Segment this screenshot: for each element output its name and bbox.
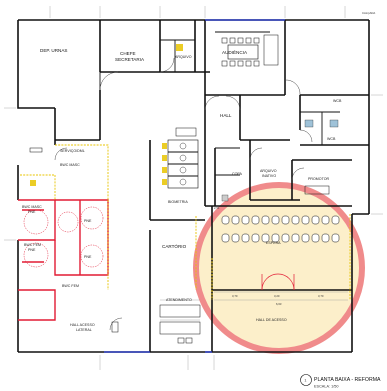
audiencia-furniture	[221, 34, 279, 67]
espera-chair	[221, 233, 230, 243]
room-label-wcb-2: WCB	[327, 137, 336, 141]
espera-chair	[251, 215, 260, 225]
room-label-atendimento: ATENDIMENTO	[166, 298, 192, 302]
dimension-label: 2,51	[214, 206, 220, 210]
espera-chair	[261, 215, 270, 225]
room-label-pne-1: PNE	[84, 219, 92, 223]
espera-chair	[241, 215, 250, 225]
accessible-toilets	[18, 199, 109, 321]
room-label-line: INATIVO	[262, 174, 276, 178]
room-label-hall: HALL	[220, 113, 232, 118]
room-label-arquivo: ARQUIVO	[175, 55, 192, 59]
dimension-label: 3,70	[232, 294, 238, 298]
room-label-wcb-1: WCB	[333, 99, 342, 103]
room-label-bwc-masc-pne: BWC MASC PNE	[22, 205, 43, 214]
room-label-espera: ESPERA	[266, 241, 281, 245]
title-scale: ESCALA: 1/50	[314, 385, 338, 389]
espera-chair	[301, 215, 310, 225]
room-label-line: LATERAL	[76, 328, 92, 332]
room-label-promotor: PROMOTOR	[308, 177, 330, 181]
room-label-line: BWC MASC	[22, 205, 42, 209]
room-labels: DEP. URNAS CHEFE SECRETARIA ARQUIVO AUDI…	[22, 11, 375, 332]
espera-chair	[311, 215, 320, 225]
espera-chair	[291, 233, 300, 243]
espera-chair	[331, 233, 340, 243]
espera-chair	[281, 233, 290, 243]
room-label-bwc-fem-pne: BWC FEM PNE	[24, 243, 42, 252]
espera-chair	[311, 233, 320, 243]
title-text: PLANTA BAIXA - REFORMA	[314, 377, 381, 383]
room-label-line: SECRETARIA	[115, 57, 145, 62]
room-label-line: PNE	[28, 210, 36, 214]
espera-chair	[261, 233, 270, 243]
room-label-dep-urnas: DEP. URNAS	[40, 48, 68, 53]
espera-chair	[281, 215, 290, 225]
room-label-line: CHEFE	[120, 51, 136, 56]
dimension-label: 6,63	[276, 302, 282, 306]
espera-chair	[231, 233, 240, 243]
room-label-biometria: BIOMETRIA	[168, 200, 188, 204]
room-label-bwc-fem: BWC FEM	[62, 284, 79, 288]
top-right-tag: CALÇADA	[362, 11, 375, 15]
atendimento-desks	[159, 304, 201, 344]
espera-chair	[321, 215, 330, 225]
inner-lines	[99, 31, 340, 321]
room-label-servico-dml: SERVIÇO/DML	[60, 149, 85, 153]
espera-chair	[221, 215, 230, 225]
biometria-booths	[162, 127, 199, 189]
outer-walls	[17, 19, 370, 353]
espera-chairs	[221, 215, 340, 243]
espera-chair	[301, 233, 310, 243]
room-label-cartorio: CARTÓRIO	[162, 243, 187, 249]
yellow-lines	[20, 144, 351, 300]
room-label-hall-acesso-lateral: HALL ACESSO LATERAL	[70, 323, 96, 332]
doors	[54, 57, 313, 331]
title-number: 1	[304, 379, 306, 383]
espera-chair	[291, 215, 300, 225]
espera-chair	[331, 215, 340, 225]
espera-chair	[251, 233, 260, 243]
room-label-bwc-masc: BWC MASC	[60, 163, 80, 167]
dimension-label: 3,20	[274, 294, 280, 298]
espera-chair	[321, 233, 330, 243]
dimension-lines: 3,70 6,63 3,70 3,20 2,51	[214, 206, 348, 306]
blue-lines	[104, 19, 285, 353]
room-label-arquivo-inativo: ARQUIVO INATIVO	[260, 169, 278, 178]
room-label-pne-2: PNE	[84, 255, 92, 259]
title-block: 1 PLANTA BAIXA - REFORMA ESCALA: 1/50	[300, 374, 381, 389]
misc-symbols	[4, 6, 383, 370]
room-label-copa: COPA	[232, 172, 243, 176]
espera-chair	[271, 233, 280, 243]
title-number-circle	[300, 374, 312, 386]
espera-chair	[231, 215, 240, 225]
espera-chair	[241, 233, 250, 243]
room-label-line: BWC FEM	[24, 243, 41, 247]
room-label-audiencia: AUDIÊNCIA	[222, 48, 248, 55]
room-label-line: PNE	[28, 248, 36, 252]
room-label-line: ARQUIVO	[260, 169, 277, 173]
room-label-line: HALL ACESSO	[70, 323, 95, 327]
room-label-hall-acesso: HALL DE ACESSO	[256, 318, 287, 322]
highlight-zone	[193, 182, 365, 354]
room-label-chefe-secretaria: CHEFE SECRETARIA	[115, 51, 145, 62]
dimension-label: 3,70	[318, 294, 324, 298]
espera-chair	[271, 215, 280, 225]
